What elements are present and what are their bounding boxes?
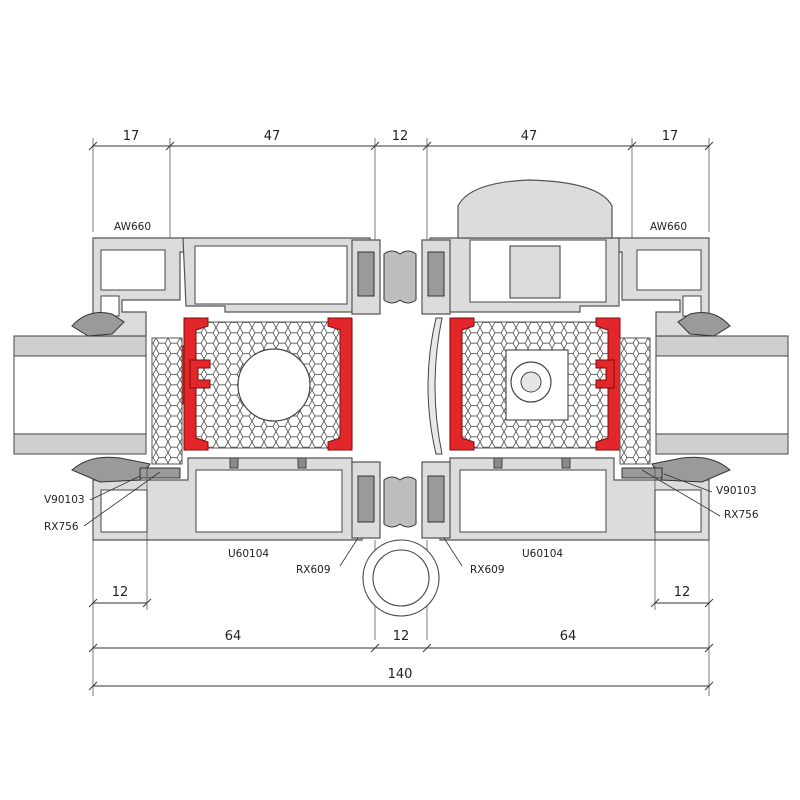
central-mullion bbox=[351, 239, 451, 640]
callouts: AW660 AW660 V90103 RX756 V90103 RX756 U6… bbox=[44, 221, 759, 576]
thermal-chamber-right bbox=[449, 321, 613, 449]
outer-gasket-top-right bbox=[677, 312, 731, 337]
label-rx609-right: RX609 bbox=[470, 564, 505, 576]
label-v90103-left: V90103 bbox=[44, 494, 85, 506]
bottom-dimensions: 12 12 64 12 64 140 bbox=[88, 466, 714, 696]
label-rx756-left: RX756 bbox=[44, 521, 79, 533]
center-seal-top-left bbox=[357, 251, 375, 297]
thermal-chamber-left bbox=[191, 321, 353, 449]
label-u60104-left: U60104 bbox=[228, 548, 269, 560]
sash-profile-right bbox=[616, 237, 731, 337]
center-gasket-bottom bbox=[383, 476, 417, 528]
label-v90103-right: V90103 bbox=[716, 485, 757, 497]
outer-gasket-bottom-left bbox=[71, 456, 151, 483]
dim-bottom-mid-2: 12 bbox=[393, 629, 410, 644]
top-dimension-chain: 17 47 12 47 17 bbox=[88, 129, 714, 240]
center-seal-bottom-right bbox=[427, 475, 445, 523]
dim-bottom-mid-1: 64 bbox=[225, 629, 242, 644]
outer-gasket-bottom-right bbox=[651, 456, 731, 483]
foam-core-left bbox=[237, 348, 311, 422]
center-seal-bottom-left bbox=[357, 475, 375, 523]
dim-top-5: 17 bbox=[662, 129, 679, 144]
dim-top-1: 17 bbox=[123, 129, 140, 144]
dim-bottom-left-small: 12 bbox=[112, 585, 129, 600]
dim-top-4: 47 bbox=[521, 129, 538, 144]
center-gasket-top bbox=[383, 250, 417, 304]
label-aw660-right: AW660 bbox=[650, 221, 687, 233]
glazing-unit-left bbox=[13, 335, 147, 455]
center-seal-top-right bbox=[427, 251, 445, 297]
label-aw660-left: AW660 bbox=[114, 221, 151, 233]
glazing-seal-zone-left bbox=[71, 337, 183, 483]
label-u60104-right: U60104 bbox=[522, 548, 563, 560]
hardware-housing-right bbox=[457, 179, 613, 303]
dim-bottom-mid-3: 64 bbox=[560, 629, 577, 644]
bottom-tube bbox=[362, 539, 440, 617]
label-rx756-right: RX756 bbox=[724, 509, 759, 521]
dim-overall: 140 bbox=[388, 667, 413, 682]
sash-profile-left bbox=[71, 237, 186, 337]
outer-gasket-top-left bbox=[71, 312, 125, 337]
top-dim-ticks bbox=[88, 138, 714, 240]
center-lens-seal bbox=[427, 317, 443, 455]
glazing-unit-right bbox=[655, 335, 789, 455]
dim-bottom-right-small: 12 bbox=[674, 585, 691, 600]
glazing-seal-zone-right bbox=[619, 337, 731, 483]
dim-top-2: 47 bbox=[264, 129, 281, 144]
dim-top-3: 12 bbox=[392, 129, 409, 144]
hinge-cap bbox=[457, 179, 613, 239]
label-rx609-left: RX609 bbox=[296, 564, 331, 576]
frame-profile-left bbox=[92, 237, 371, 541]
